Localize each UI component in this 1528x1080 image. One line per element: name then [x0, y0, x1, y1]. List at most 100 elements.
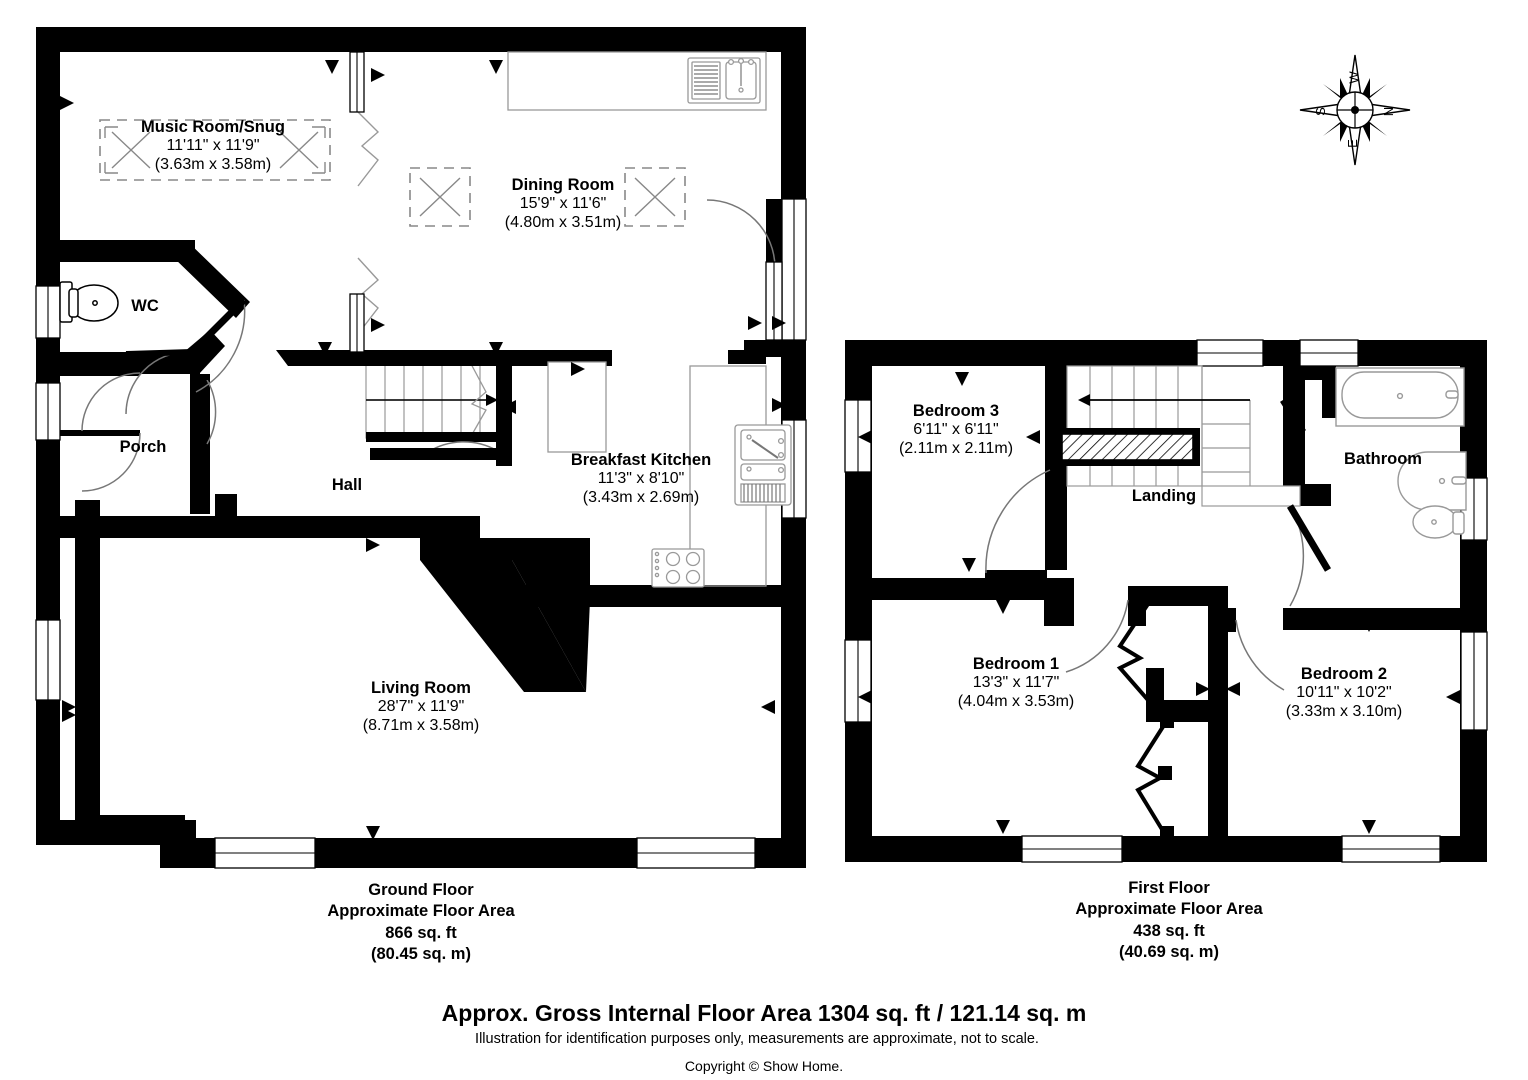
ground-wall-bottom-right-corner: [755, 838, 806, 868]
ground-wall-bottom-mid: [315, 838, 637, 868]
room-dim-imperial-breakfast-kitchen: 11'3" x 8'10": [597, 470, 685, 488]
room-dim-metric-dining-room: (4.80m x 3.51m): [504, 214, 622, 232]
ground-floor-caption-line-1: Ground Floor: [368, 881, 474, 899]
room-dim-metric-music-room-snug: (3.63m x 3.58m): [154, 156, 272, 174]
window-snug-top-opening: [349, 51, 365, 113]
bathtub-fixture: [1335, 367, 1465, 427]
room-label-music-room-snug: Music Room/Snug 11'11" x 11'9" (3.63m x …: [141, 118, 285, 175]
ground-wall-right-band-b: [782, 518, 806, 588]
room-label-dining-room: Dining Room 15'9" x 11'6" (4.80m x 3.51m…: [505, 176, 621, 233]
furniture-snug-arrows: [104, 126, 326, 174]
hall-living-divider: [215, 516, 480, 538]
room-dim-imperial-music-room-snug: 11'11" x 11'9": [166, 137, 260, 155]
hall-wall-stub-right: [184, 330, 225, 374]
furniture-dining-cross-left: [419, 177, 461, 217]
first-wall-bedroom1-top: [1044, 578, 1074, 626]
furniture-dining-dashed-right: [624, 167, 686, 227]
room-dim-metric-living-room: (8.71m x 3.58m): [362, 717, 480, 735]
door-bedroom2: [1235, 619, 1285, 691]
room-name-dining-room: Dining Room: [511, 176, 615, 194]
first-airing-cupboard-wall-b: [1322, 366, 1336, 418]
ground-floor-caption-line-3: 866 sq. ft: [385, 923, 457, 942]
ground-porch-wall-left-a: [36, 353, 60, 383]
stair-wall-vertical: [496, 350, 512, 442]
window-bedroom1-left: [844, 639, 872, 723]
opening-snug-dining-upper: [357, 111, 380, 187]
kitchen-wall-bottom: [500, 585, 790, 607]
door-hall-snug-leaf: [193, 297, 247, 351]
first-floor-caption-line-1: First Floor: [1128, 879, 1210, 897]
toilet-fixture-bathroom: [1412, 505, 1465, 539]
room-dim-metric-bedroom-3: (2.11m x 2.11m): [898, 440, 1014, 458]
porch-top-wall: [60, 370, 140, 376]
room-dim-metric-bedroom-1: (4.04m x 3.53m): [957, 693, 1075, 711]
stair-wall-top: [290, 350, 612, 366]
room-label-landing: Landing: [1131, 487, 1197, 505]
room-dim-imperial-dining-room: 15'9" x 11'6": [519, 195, 607, 213]
room-label-porch: Porch: [119, 438, 167, 456]
door-bedroom1: [1065, 599, 1129, 673]
room-label-wc: WC: [131, 297, 159, 315]
door-airing-cupboard-leaf: [1280, 398, 1306, 434]
first-wall-bedroom2-left-stub: [1214, 608, 1236, 632]
wc-wall-diagonal: [172, 240, 250, 318]
room-name-bedroom-1: Bedroom 1: [972, 655, 1060, 673]
room-name-breakfast-kitchen: Breakfast Kitchen: [570, 451, 712, 469]
door-hall-snug: [195, 299, 246, 393]
hall-living-divider-step: [215, 494, 237, 538]
porch-wall-lower-horizontal: [60, 516, 215, 538]
eaves-node-b: [1158, 766, 1172, 780]
kitchen-sink: [734, 424, 792, 506]
first-wall-bedroom3-door-sill: [985, 570, 1047, 580]
door-bathroom-leaf: [1286, 504, 1332, 572]
room-label-bedroom-1: Bedroom 1 13'3" x 11'7" (4.04m x 3.53m): [958, 655, 1074, 712]
window-bedroom1-bottom: [1021, 835, 1123, 863]
window-first-top-a: [1196, 339, 1264, 367]
first-floor-caption: First Floor Approximate Floor Area 438 s…: [1075, 878, 1262, 964]
compass-letter-east: E: [1344, 139, 1360, 148]
first-wall-cupboard-bottom: [1146, 700, 1210, 722]
compass-letter-west: W: [1346, 71, 1362, 84]
disclaimer-text: Illustration for identification purposes…: [475, 1031, 1039, 1047]
furniture-dining-dashed-left: [409, 167, 471, 227]
door-porch-outer: [81, 372, 141, 432]
ground-floor-caption-line-4: (80.45 sq. m): [371, 945, 471, 964]
window-porch-left: [35, 382, 61, 441]
room-name-bedroom-3: Bedroom 3: [912, 402, 1000, 420]
room-label-living-room: Living Room 28'7" x 11'9" (8.71m x 3.58m…: [363, 679, 479, 736]
window-living-left: [35, 619, 61, 701]
first-floor-caption-line-3: 438 sq. ft: [1133, 921, 1205, 940]
door-wc-leaf: [125, 349, 193, 357]
ground-floor-caption-line-2: Approximate Floor Area: [327, 902, 515, 921]
room-dim-imperial-bedroom-3: 6'11" x 6'11": [913, 421, 999, 439]
kitchen-unit-column: [547, 361, 607, 453]
first-wall-bed1-bed2-divider: [1208, 586, 1228, 836]
first-floor-caption-line-4: (40.69 sq. m): [1119, 943, 1219, 962]
ground-wall-right-band-a: [782, 340, 806, 420]
room-label-breakfast-kitchen: Breakfast Kitchen 11'3" x 8'10" (3.43m x…: [571, 451, 711, 508]
wc-wall-bottom: [60, 352, 192, 374]
porch-wall-vertical: [190, 374, 210, 514]
door-porch-inner: [81, 432, 141, 492]
furniture-snug-dashed: [99, 119, 331, 181]
room-name-living-room: Living Room: [371, 679, 471, 697]
window-bedroom2-bottom: [1341, 835, 1441, 863]
room-dim-imperial-living-room: 28'7" x 11'9": [377, 698, 465, 716]
ground-wall-left-lower: [36, 500, 60, 620]
room-label-bedroom-3: Bedroom 3 6'11" x 6'11" (2.11m x 2.11m): [899, 402, 1013, 459]
room-name-bedroom-2: Bedroom 2: [1300, 665, 1388, 683]
hall-corner-notch: [276, 350, 296, 366]
copyright-text: Copyright © Show Home.: [684, 1058, 844, 1074]
door-dining: [706, 199, 776, 269]
first-wall-bedroom3-right: [1045, 366, 1067, 570]
living-wall-diagonal: [420, 538, 586, 692]
compass-letter-south: S: [1312, 107, 1328, 116]
window-living-bottom-left: [214, 837, 316, 869]
first-wall-landing-right: [1283, 366, 1305, 486]
room-dim-metric-bedroom-2: (3.33m x 3.10m): [1285, 703, 1403, 721]
ground-floor-plan: [35, 27, 807, 869]
room-label-hall: Hall: [331, 476, 363, 494]
ground-direction-arrows: [60, 60, 786, 840]
